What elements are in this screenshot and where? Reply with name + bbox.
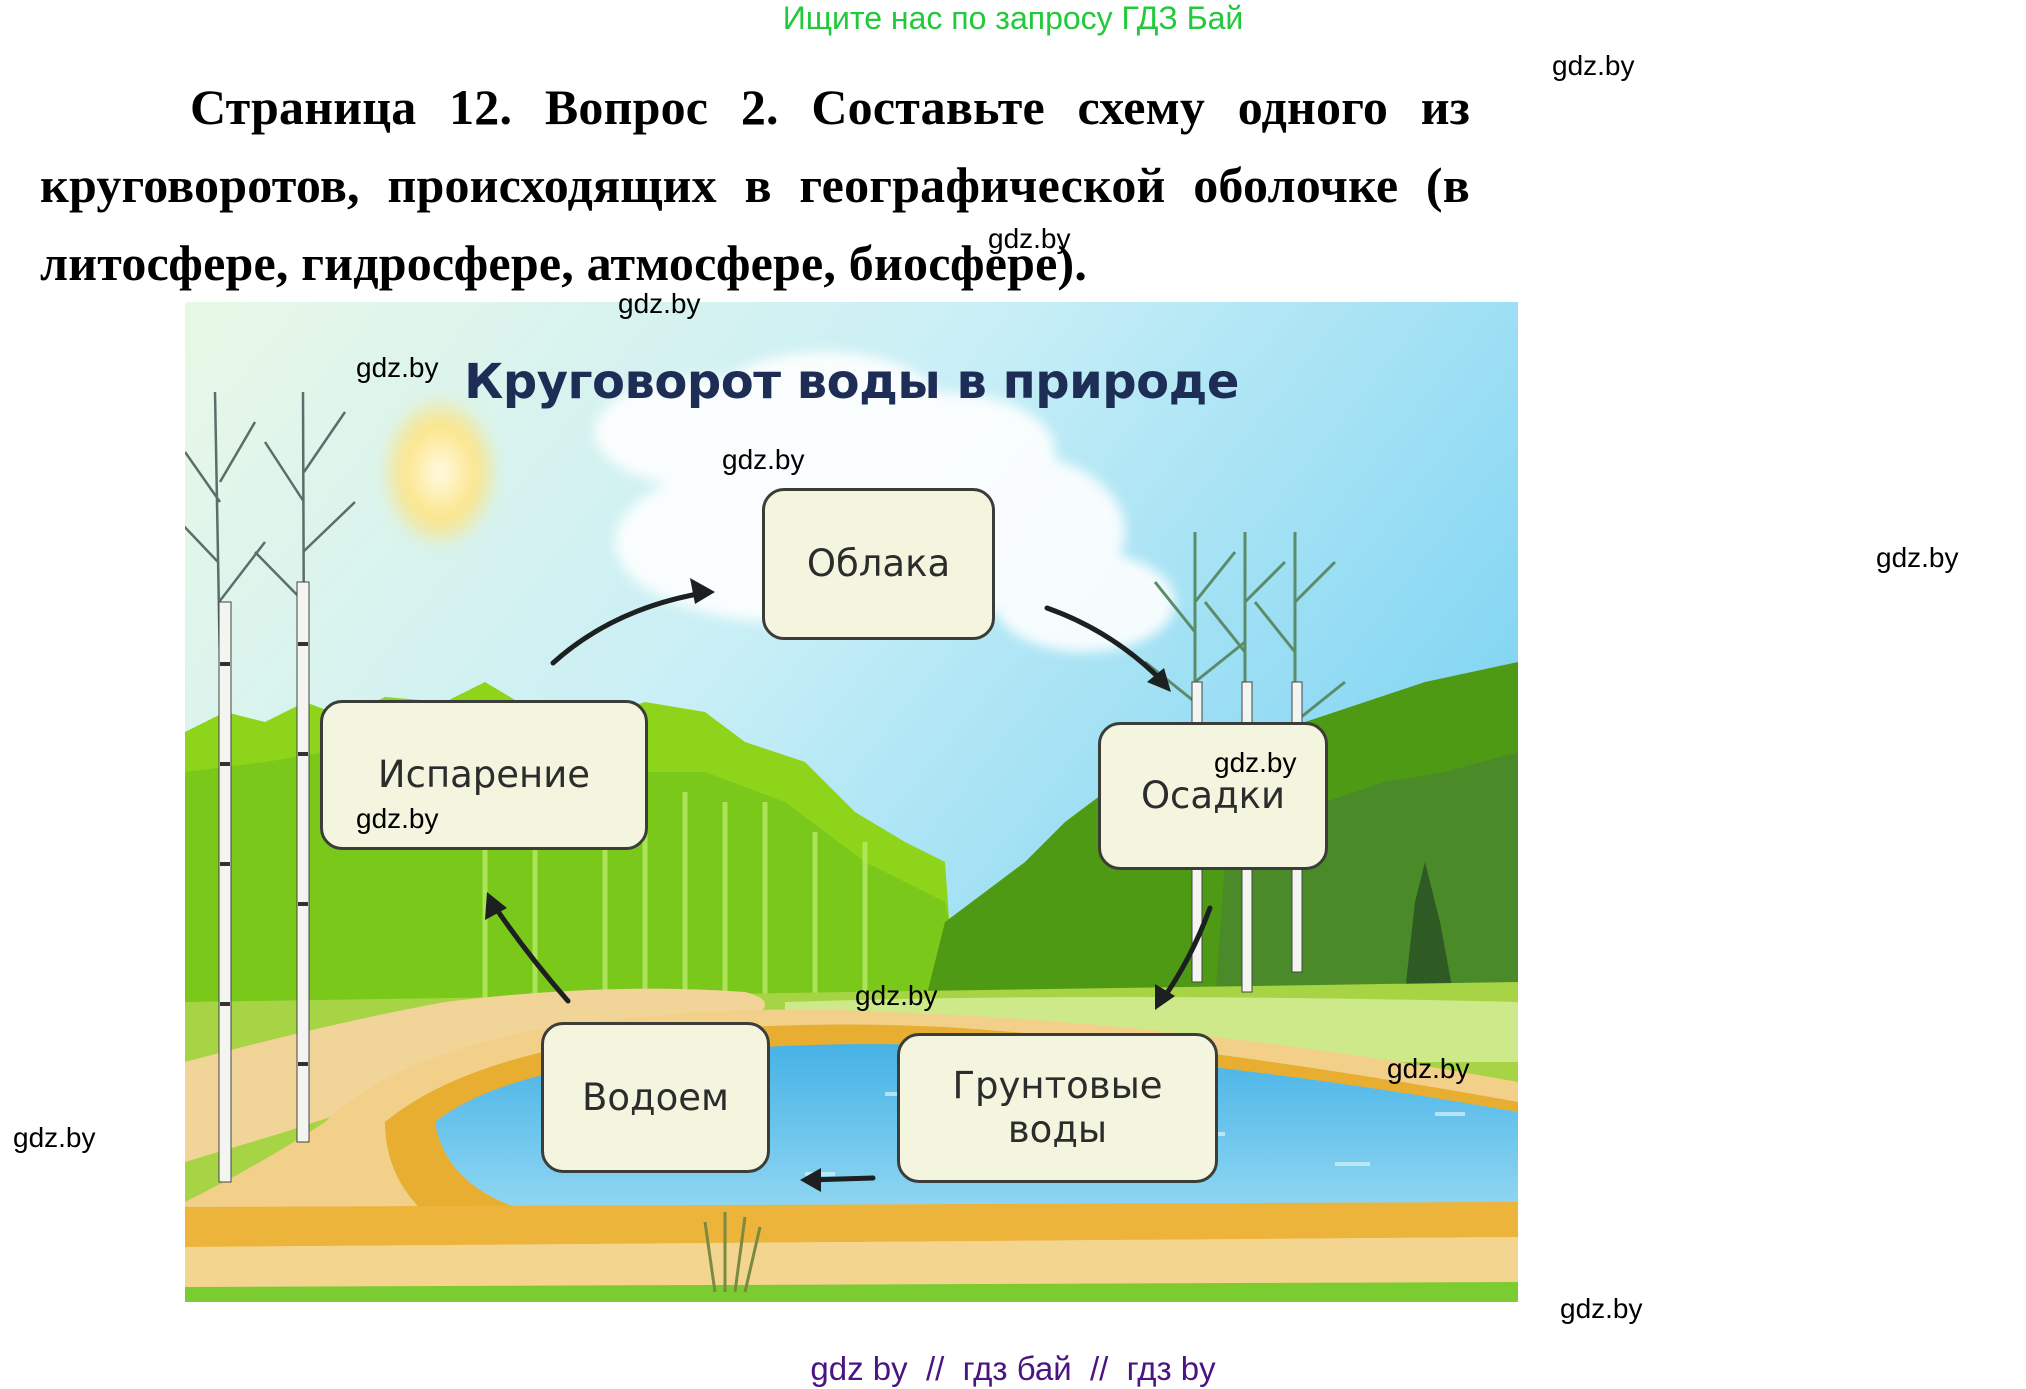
watermark: gdz.by [1387, 1053, 1470, 1084]
watermark: gdz.by [1214, 747, 1297, 778]
arrow-clouds-to-precipitation [1044, 605, 1169, 688]
watermark: gdz.by [855, 980, 938, 1011]
watermark: gdz.by [618, 288, 701, 319]
question-text: Страница 12. Вопрос 2. Составьте схему о… [40, 79, 1470, 291]
watermark: gdz.by [1552, 50, 1635, 81]
footer-links: gdz by // гдз бай // гдз by [810, 1350, 1216, 1387]
watermark: gdz.by [356, 803, 439, 834]
watermark: gdz.by [1560, 1293, 1643, 1324]
watermark: gdz.by [988, 223, 1071, 254]
watermark: gdz.by [1876, 542, 1959, 573]
node-groundwater: Грунтовые воды [897, 1033, 1218, 1183]
arrow-evaporation-to-clouds [550, 589, 712, 666]
watermark: gdz.by [722, 444, 805, 475]
figure-title: Круговорот воды в природе [464, 354, 1239, 410]
node-precipitation: Осадки [1098, 722, 1328, 870]
node-water-body: Водоем [541, 1022, 770, 1173]
node-evaporation: Испарение [320, 700, 648, 850]
promo-banner: Ищите нас по запросу ГДЗ Бай [782, 0, 1244, 36]
watermark: gdz.by [13, 1122, 96, 1153]
watermark: gdz.by [356, 352, 439, 383]
node-clouds: Облака [762, 488, 995, 640]
water-cycle-illustration: Круговорот воды в природе Облака Осадки … [185, 302, 1518, 1302]
